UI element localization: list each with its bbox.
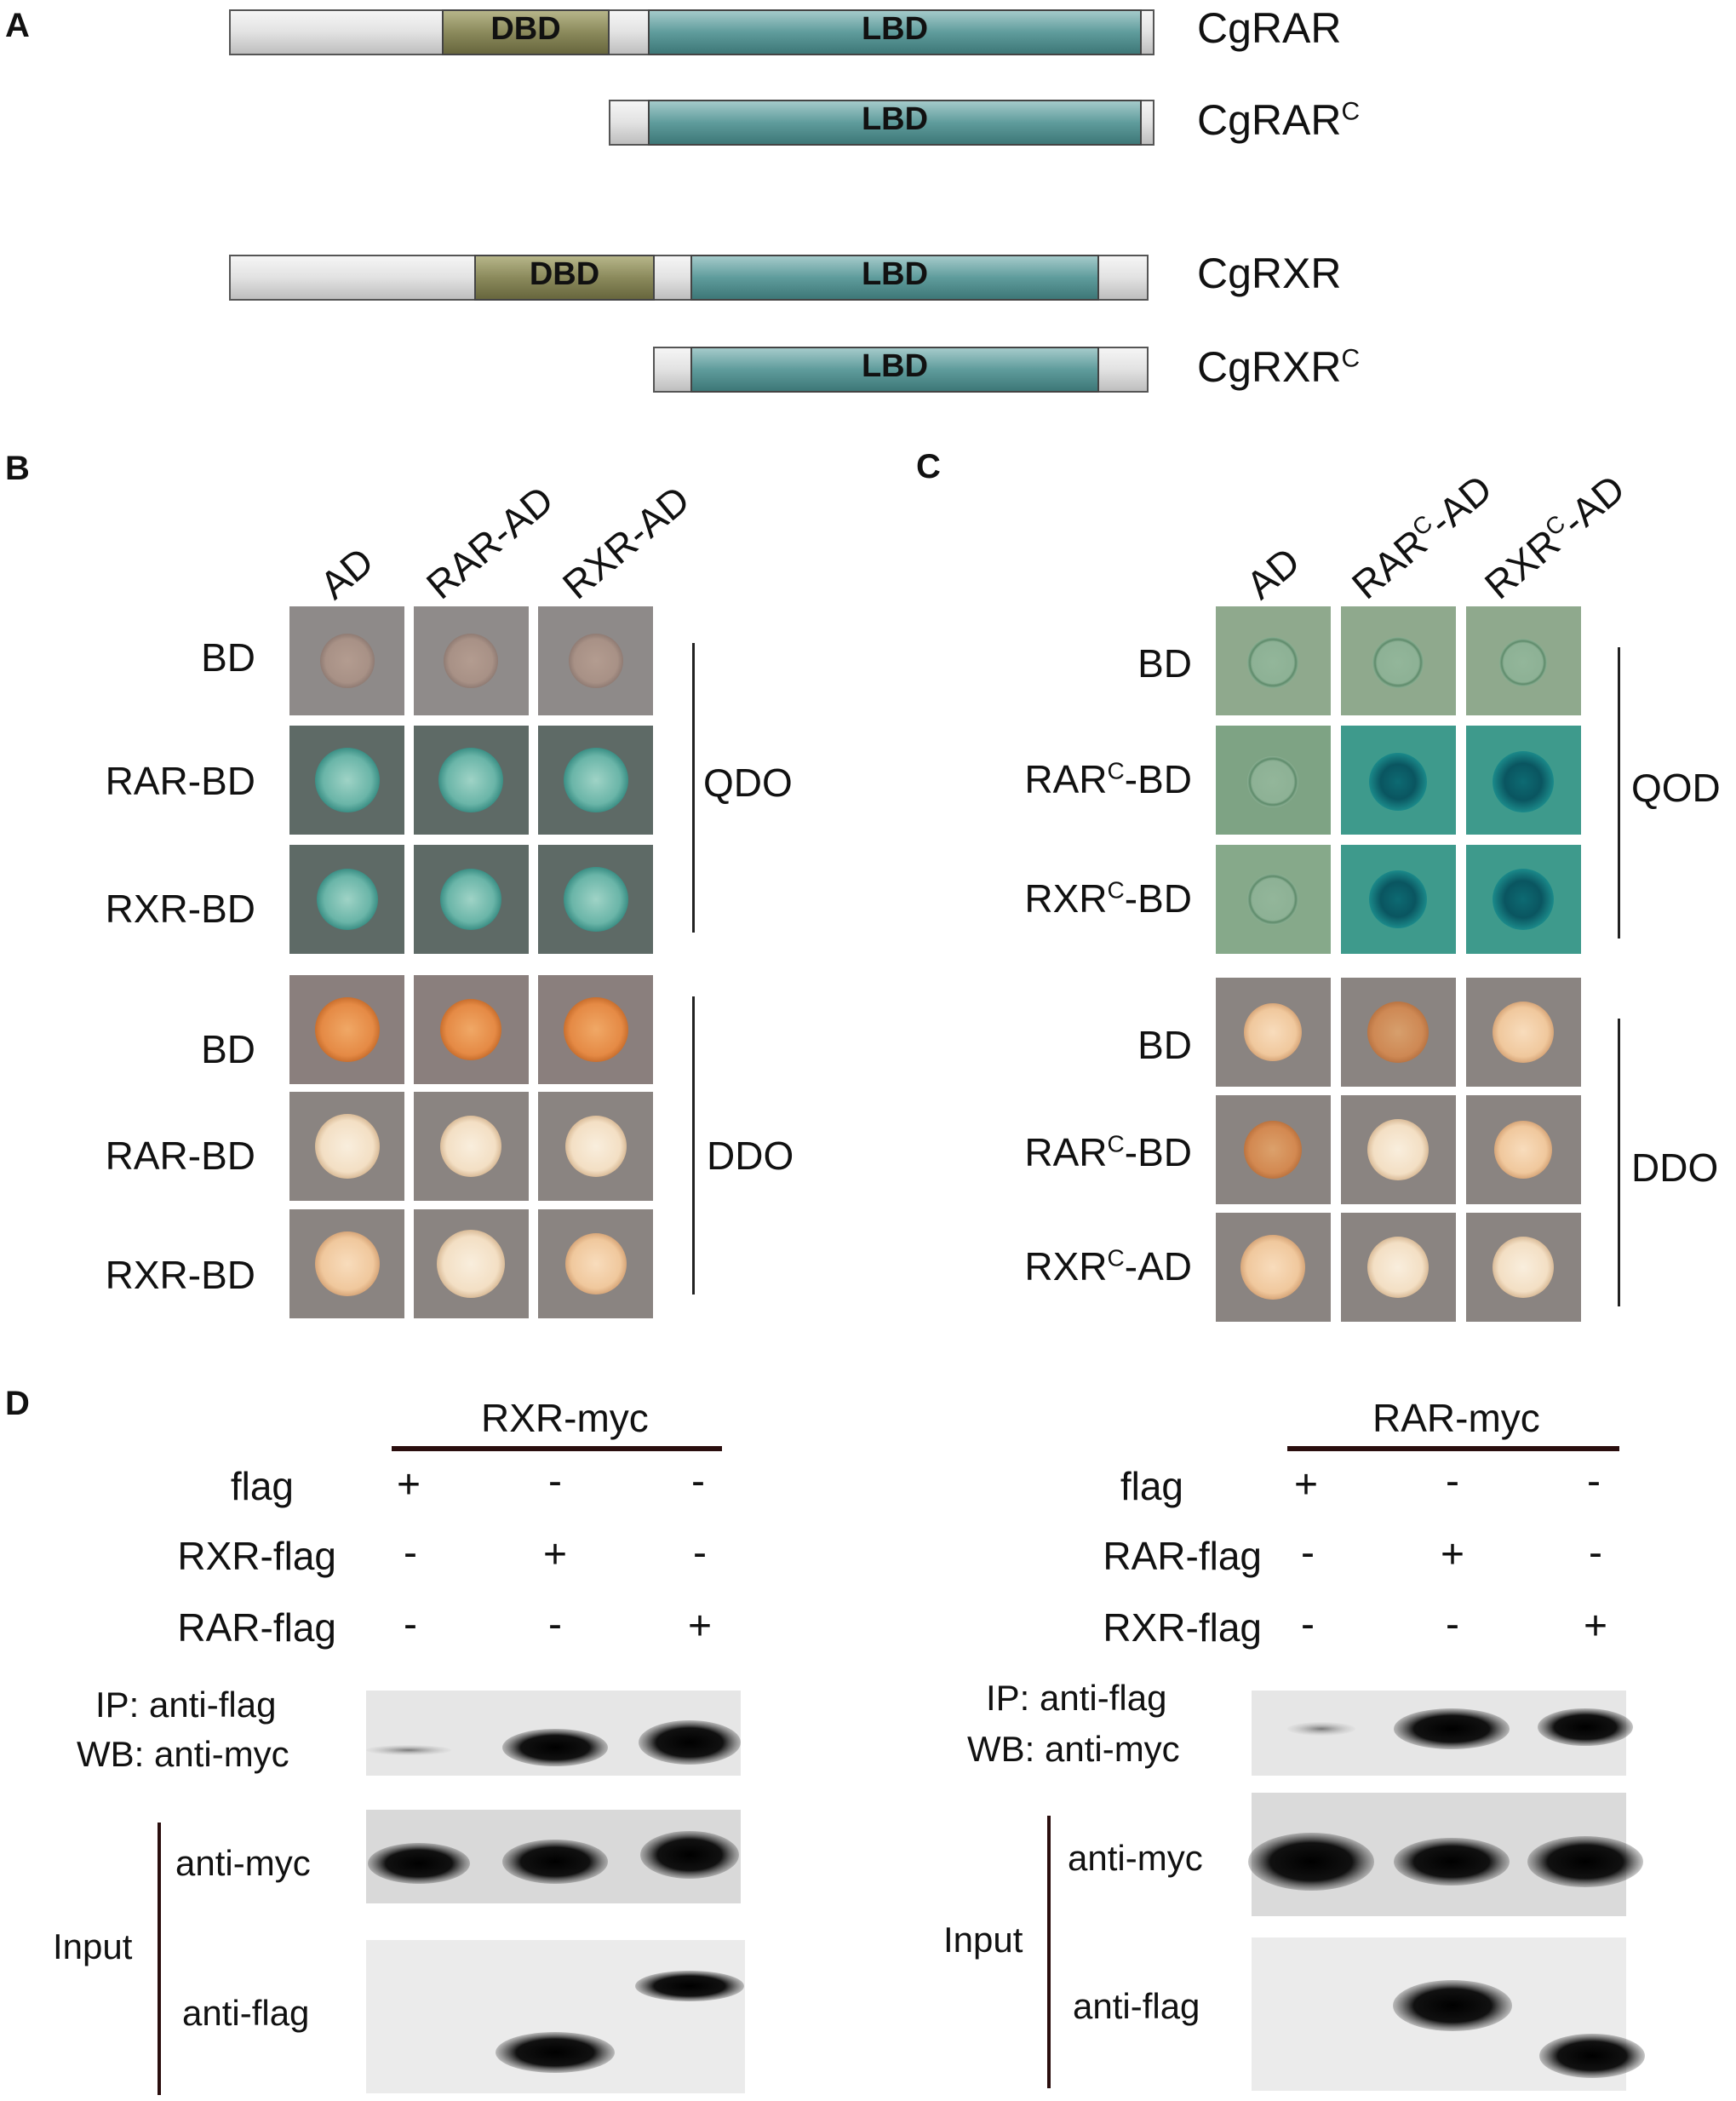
blot-left-ip: [366, 1691, 741, 1776]
dbd-label-3: DBD: [529, 256, 600, 292]
panel-d-left-anti-myc: anti-myc: [175, 1843, 311, 1883]
panel-d-left-wb-label: WB: anti-myc: [77, 1734, 289, 1774]
panel-d-right-sym-1-2: -: [1589, 1530, 1602, 1576]
panel-d-left-row-flag: flag: [230, 1464, 294, 1508]
panel-a-letter: A: [5, 7, 30, 44]
panel-c-qod-bracket: [1618, 647, 1620, 939]
panel-d-left-sym-2-1: -: [548, 1602, 562, 1647]
construct-name-cgrar-c: CgRARC: [1197, 96, 1361, 144]
lbd-label-1: LBD: [861, 11, 929, 47]
panel-b-ddo-bracket: [692, 996, 695, 1294]
panel-b-row-rar-bd-ddo: RAR-BD: [105, 1134, 255, 1178]
construct-name-cgrxr-c: CgRXRC: [1197, 343, 1361, 391]
panel-c-row-rxrc-bd-qod: RXRC-BD: [1024, 876, 1192, 921]
panel-d-left-ip-label: IP: anti-flag: [95, 1685, 277, 1725]
panel-b-row-rxr-bd-ddo: RXR-BD: [105, 1253, 255, 1297]
panel-d-right-anti-flag: anti-flag: [1073, 1986, 1200, 2026]
panel-d-right-sym-0-0: +: [1293, 1462, 1319, 1507]
panel-d-right-input-label: Input: [943, 1920, 1023, 1960]
dbd-label-1: DBD: [490, 11, 561, 47]
panel-c-row-bd-qod: BD: [1137, 641, 1192, 686]
panel-d-letter: D: [5, 1385, 30, 1422]
panel-d-left-sym-0-1: -: [548, 1459, 562, 1504]
panel-c-row-rarc-bd-qod: RARC-BD: [1024, 757, 1192, 801]
panel-b-row-bd-qdo: BD: [201, 635, 255, 680]
panel-d-right-row-rxr-flag: RXR-flag: [1103, 1605, 1262, 1650]
panel-d-left-row-rxr-flag: RXR-flag: [177, 1534, 336, 1578]
blot-right-input-myc: [1248, 1793, 1643, 1916]
construct-cgrar: [229, 9, 1154, 55]
panel-b-row-bd-ddo: BD: [201, 1027, 255, 1071]
construct-name-cgrxr: CgRXR: [1197, 250, 1342, 297]
blot-left-input-myc: [366, 1810, 741, 1903]
construct-cgrar-c: [609, 100, 1154, 146]
panel-d-left-sym-2-0: -: [404, 1602, 417, 1647]
panel-c-ddo-label: DDO: [1631, 1145, 1719, 1190]
panel-d-left-sym-0-2: -: [691, 1459, 705, 1504]
panel-b-letter: B: [5, 450, 30, 487]
panel-b-qdo-label: QDO: [703, 761, 793, 805]
lbd-label-3: LBD: [861, 256, 929, 292]
panel-d-right-header-bar: [1287, 1446, 1619, 1451]
panel-d-right-sym-0-2: -: [1587, 1459, 1601, 1504]
panel-b-ddo-label: DDO: [707, 1134, 794, 1178]
panel-b-row-rar-bd-qdo: RAR-BD: [105, 759, 255, 803]
panel-d-left-sym-1-2: -: [693, 1530, 707, 1576]
construct-cgrxr: [229, 255, 1149, 301]
panel-c-ddo-plates: [1216, 978, 1581, 1322]
panel-d-right-anti-myc: anti-myc: [1068, 1838, 1203, 1878]
blot-left-input-flag: [366, 1940, 745, 2093]
panel-c-ddo-bracket: [1618, 1019, 1620, 1306]
panel-d-right-sym-1-0: -: [1301, 1530, 1315, 1576]
panel-b-ddo-plates: [289, 975, 653, 1318]
panel-d-left-header: RXR-myc: [481, 1396, 649, 1440]
panel-c-row-rxrc-ad-ddo: RXRC-AD: [1024, 1244, 1192, 1289]
construct-cgrxr-c: [653, 347, 1149, 393]
panel-d-left-row-rar-flag: RAR-flag: [177, 1605, 336, 1650]
panel-d-left-sym-1-1: +: [542, 1532, 568, 1577]
panel-d-right-wb-label: WB: anti-myc: [967, 1729, 1180, 1769]
panel-c-qod-plates: [1216, 606, 1581, 954]
panel-d-right-ip-label: IP: anti-flag: [986, 1678, 1167, 1718]
panel-d-left-sym-1-0: -: [404, 1530, 417, 1576]
panel-b-qdo-plates: [289, 606, 653, 954]
lbd-label-2: LBD: [861, 101, 929, 137]
panel-c-row-bd-ddo: BD: [1137, 1023, 1192, 1067]
panel-d-right-row-flag: flag: [1120, 1464, 1183, 1508]
panel-d-left-input-bracket: [158, 1823, 161, 2095]
panel-c-letter: C: [916, 448, 941, 485]
panel-d-right-sym-2-2: +: [1583, 1604, 1608, 1649]
panel-d-right-sym-0-1: -: [1446, 1459, 1459, 1504]
panel-c-qod-label: QOD: [1631, 766, 1721, 810]
panel-b-row-rxr-bd-qdo: RXR-BD: [105, 887, 255, 931]
panel-d-right-sym-2-1: -: [1446, 1602, 1459, 1647]
blot-right-input-flag: [1252, 1937, 1645, 2091]
panel-d-right-row-rar-flag: RAR-flag: [1103, 1534, 1262, 1578]
panel-d-right-sym-2-0: -: [1301, 1602, 1315, 1647]
blot-right-ip: [1252, 1691, 1633, 1776]
panel-d-left-header-bar: [392, 1446, 722, 1451]
panel-d-right-sym-1-1: +: [1440, 1532, 1465, 1577]
panel-d-right-input-bracket: [1047, 1816, 1051, 2088]
panel-c-row-rarc-bd-ddo: RARC-BD: [1024, 1130, 1192, 1174]
panel-d-left-anti-flag: anti-flag: [182, 1993, 310, 2033]
panel-d-left-input-label: Input: [53, 1926, 133, 1966]
domain-diagram: [229, 9, 1154, 393]
panel-d-left-sym-0-0: +: [396, 1462, 421, 1507]
construct-name-cgrar: CgRAR: [1197, 4, 1342, 52]
panel-d-left-sym-2-2: +: [687, 1604, 713, 1649]
panel-d-right-header: RAR-myc: [1372, 1396, 1540, 1440]
panel-b-qdo-bracket: [692, 643, 695, 933]
lbd-label-4: LBD: [861, 348, 929, 384]
